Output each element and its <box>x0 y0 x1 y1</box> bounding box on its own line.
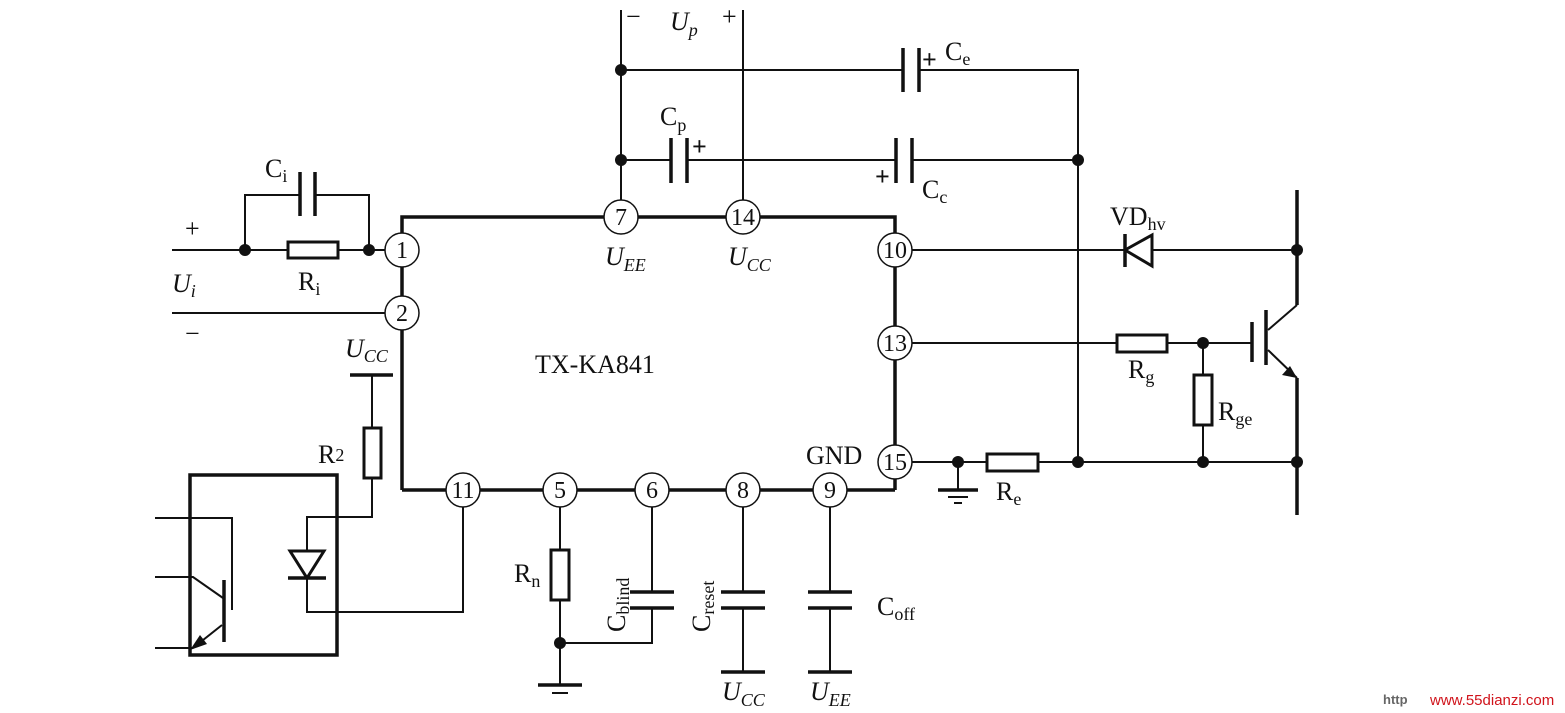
vdhv-label: VDhv <box>1110 202 1166 234</box>
pin-8: 8 <box>725 472 761 508</box>
pin-13: 13 <box>877 325 913 361</box>
svg-text:6: 6 <box>646 478 658 504</box>
supply-label: Up <box>670 7 698 40</box>
pin-15: 15 <box>877 444 913 480</box>
uee-bottom-label: UEE <box>810 677 851 710</box>
supply-network <box>615 10 1084 462</box>
svg-text:14: 14 <box>731 205 755 231</box>
watermark-prefix: http <box>1383 692 1408 707</box>
svg-text:11: 11 <box>451 478 474 504</box>
svg-text:13: 13 <box>883 331 907 357</box>
re-label: Re <box>996 477 1021 509</box>
input-label: Ui <box>172 269 196 301</box>
pin-10: 10 <box>877 232 913 268</box>
creset-label: Creset <box>687 581 718 632</box>
cc-label: Cc <box>922 175 947 207</box>
supply-minus: − <box>626 2 641 31</box>
rge-label: Rge <box>1218 397 1252 429</box>
ucc-bottom-label: UCC <box>722 677 766 710</box>
chip-name: TX-KA841 <box>535 350 655 379</box>
cblind-label: Cblind <box>602 578 633 632</box>
ucc-pin-label: UCC <box>728 242 772 275</box>
bottom-network <box>538 507 852 694</box>
pin-9: 9 <box>812 472 848 508</box>
ri-label: Ri <box>298 267 320 299</box>
cp-label: Cp <box>660 102 686 135</box>
supply-plus: + <box>722 2 737 31</box>
uee-pin-label: UEE <box>605 242 646 275</box>
pin-7: 7 <box>603 199 639 235</box>
input-network <box>172 172 385 314</box>
pin-14: 14 <box>725 199 761 235</box>
ce-label: Ce <box>945 37 970 69</box>
rn-label: Rn <box>514 559 540 591</box>
input-plus: + <box>185 214 200 243</box>
cc-polarity: + <box>875 162 890 191</box>
svg-text:5: 5 <box>554 478 566 504</box>
pin-11: 11 <box>445 472 481 508</box>
cp-polarity: + <box>692 132 707 161</box>
ci-label: Ci <box>265 154 287 186</box>
svg-text:2: 2 <box>396 301 408 327</box>
input-minus: − <box>185 319 200 348</box>
coff-label: Coff <box>877 592 915 624</box>
svg-text:10: 10 <box>883 238 907 264</box>
svg-text:15: 15 <box>883 450 907 476</box>
r2-label: R2 <box>318 440 344 469</box>
svg-text:7: 7 <box>615 205 627 231</box>
optocoupler <box>155 373 464 657</box>
r2-ucc-label: UCC <box>345 334 389 366</box>
pin-5: 5 <box>542 472 578 508</box>
pin-2: 2 <box>384 295 420 331</box>
rg-label: Rg <box>1128 355 1154 387</box>
svg-text:8: 8 <box>737 478 749 504</box>
pin-6: 6 <box>634 472 670 508</box>
svg-text:9: 9 <box>824 478 836 504</box>
gnd-label: GND <box>806 441 862 470</box>
ce-polarity: + <box>922 45 937 74</box>
svg-text:1: 1 <box>396 238 408 264</box>
output-network <box>912 190 1303 515</box>
watermark-site[interactable]: www.55dianzi.com <box>1429 692 1554 709</box>
pin-1: 1 <box>384 232 420 268</box>
